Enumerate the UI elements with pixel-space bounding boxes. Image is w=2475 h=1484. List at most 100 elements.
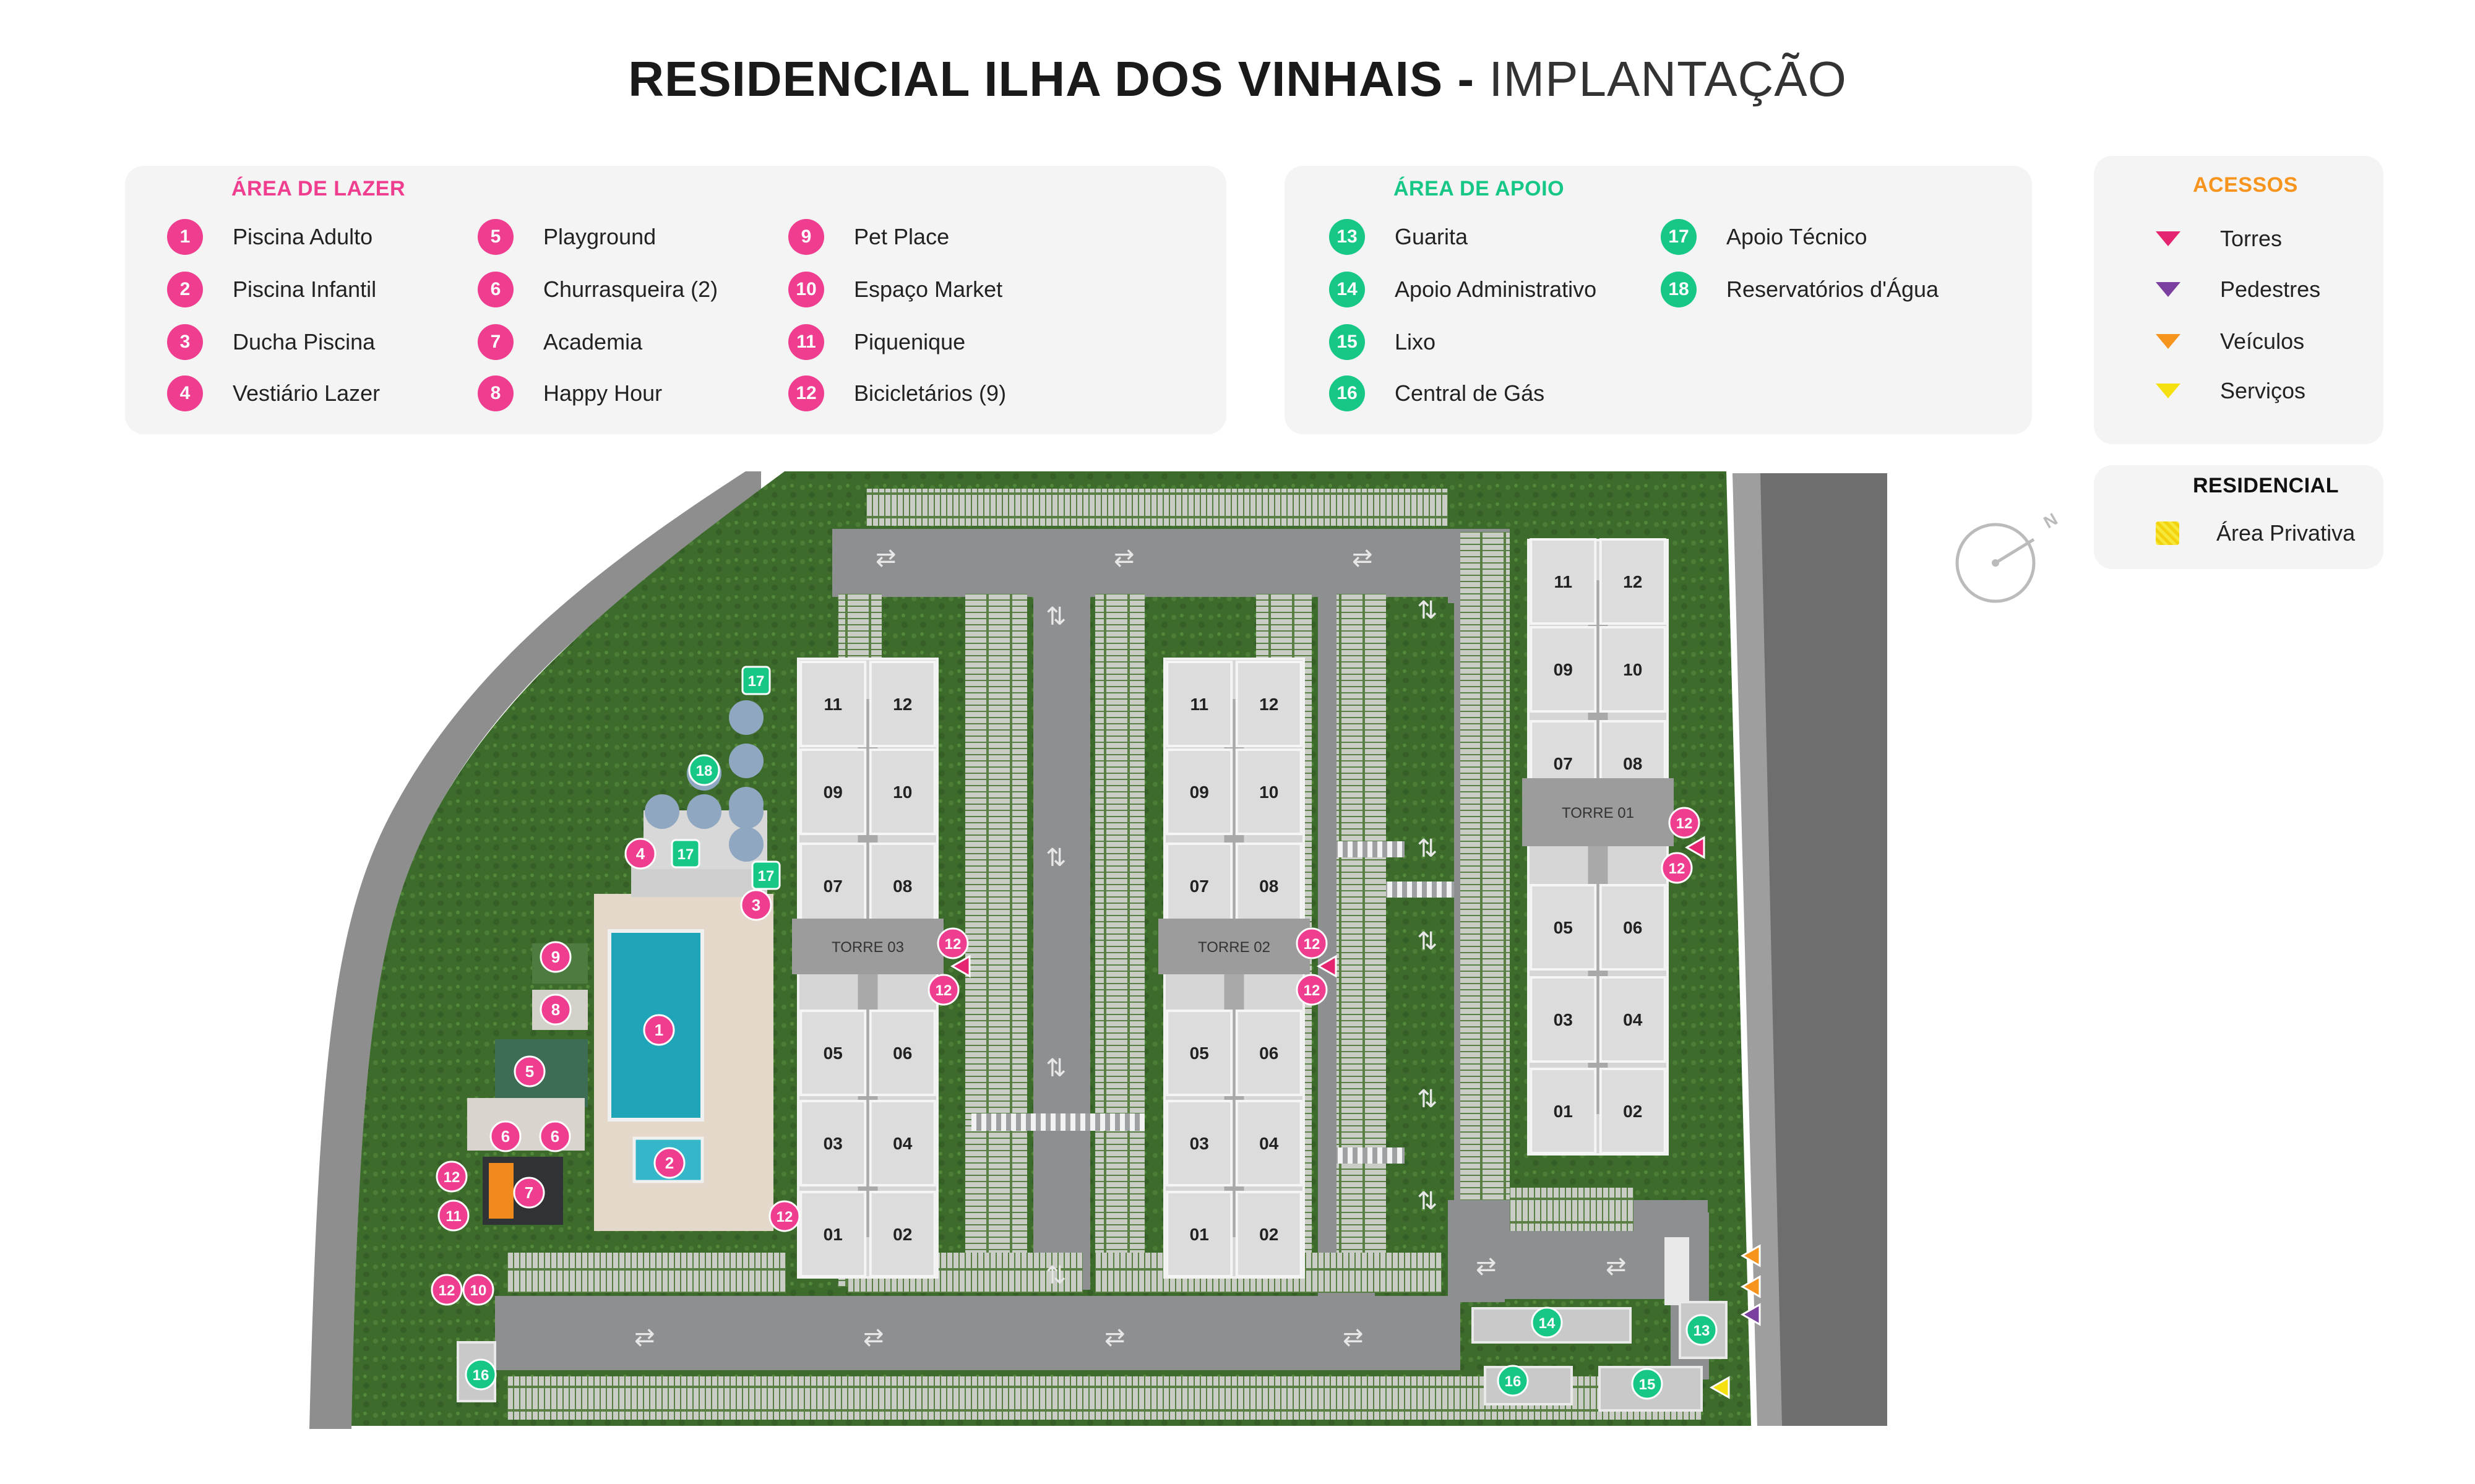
marker-label: 12 bbox=[1304, 936, 1320, 953]
marker-label: 12 bbox=[1676, 815, 1693, 832]
apartment-unit bbox=[869, 748, 936, 835]
marker-icon: 4 bbox=[167, 375, 203, 411]
unit-label: 09 bbox=[1554, 660, 1573, 679]
unit-label: 03 bbox=[1190, 1134, 1209, 1153]
svg-text:⇄: ⇄ bbox=[863, 1323, 884, 1352]
legend-access-torres: Torres bbox=[2145, 220, 2282, 257]
legend-item-4: 4 Vestiário Lazer bbox=[167, 375, 380, 412]
marker-icon: 6 bbox=[478, 272, 514, 307]
apartment-unit bbox=[1235, 1100, 1302, 1186]
svg-text:⇅: ⇅ bbox=[1046, 1261, 1067, 1290]
legend-item-1: 1 Piscina Adulto bbox=[167, 218, 372, 255]
svg-text:⇄: ⇄ bbox=[1476, 1252, 1497, 1280]
map-marker-11: 11 bbox=[437, 1199, 470, 1232]
legend-item-11: 11 Piquenique bbox=[788, 324, 965, 361]
unit-label: 05 bbox=[1554, 918, 1573, 937]
crosswalks bbox=[971, 841, 1689, 1305]
map-marker-9: 9 bbox=[540, 941, 572, 973]
unit-label: 10 bbox=[893, 783, 912, 802]
marker-icon: 10 bbox=[788, 272, 824, 307]
marker-icon bbox=[436, 1160, 468, 1193]
map-marker-12: 12 bbox=[1296, 927, 1328, 959]
marker-label: 18 bbox=[696, 763, 713, 779]
marker-label: 2 bbox=[665, 1154, 674, 1172]
legend-item-5: 5 Playground bbox=[478, 218, 656, 255]
legend-item-8: 8 Happy Hour bbox=[478, 375, 662, 412]
marker-label: 1 bbox=[655, 1021, 663, 1039]
legend-lazer-heading: ÁREA DE LAZER bbox=[231, 177, 406, 200]
marker-icon: 7 bbox=[478, 324, 514, 360]
map-marker-13: 13 bbox=[1685, 1314, 1718, 1346]
legend-item-18: 18 Reservatórios d'Água bbox=[1661, 271, 1939, 308]
marker-icon: 14 bbox=[1329, 272, 1365, 307]
map-marker-12: 12 bbox=[937, 927, 969, 959]
legend-apoio-panel: ÁREA DE APOIO 13 Guarita 14 Apoio Admini… bbox=[1285, 166, 2032, 434]
apartment-unit bbox=[799, 1100, 867, 1186]
marker-label: 11 bbox=[446, 1208, 461, 1225]
marker-icon bbox=[740, 889, 772, 921]
access-triangle-icon bbox=[950, 954, 971, 978]
marker-icon bbox=[1685, 1314, 1718, 1346]
unit-label: 01 bbox=[824, 1225, 843, 1244]
legend-item-10: 10 Espaço Market bbox=[788, 271, 1002, 308]
unit-label: 12 bbox=[893, 695, 912, 714]
svg-text:⇅: ⇅ bbox=[1417, 596, 1438, 625]
legend-item-2: 2 Piscina Infantil bbox=[167, 271, 376, 308]
road-arrow-icons: ⇄⇄⇄ ⇅⇅⇅⇅ ⇅⇅⇅⇅⇅ ⇄⇄⇄⇄ ⇄⇄ bbox=[634, 544, 1627, 1352]
map-marker-17: 17 bbox=[671, 839, 700, 869]
triangle-down-icon bbox=[2156, 282, 2180, 297]
unit-label: 01 bbox=[1190, 1225, 1209, 1244]
unit-label: 09 bbox=[1190, 783, 1209, 802]
apartment-unit bbox=[1530, 538, 1597, 625]
marker-label: 5 bbox=[525, 1062, 534, 1081]
apartment-unit bbox=[1530, 976, 1597, 1063]
access-triangle-icon bbox=[1316, 954, 1337, 978]
marker-label: 4 bbox=[636, 844, 645, 863]
unit-label: 12 bbox=[1623, 572, 1642, 591]
map-marker-12: 12 bbox=[431, 1274, 463, 1306]
access-triangle-icon bbox=[1740, 1303, 1761, 1326]
svg-text:⇄: ⇄ bbox=[1606, 1252, 1627, 1280]
apartment-unit bbox=[1599, 626, 1666, 713]
compass-north-icon: N bbox=[1955, 509, 2061, 603]
access-triangle-icon bbox=[1740, 1244, 1761, 1267]
marker-icon bbox=[1668, 807, 1700, 839]
map-marker-15: 15 bbox=[1631, 1368, 1663, 1400]
map-marker-6: 6 bbox=[539, 1120, 571, 1152]
marker-icon bbox=[671, 839, 700, 869]
apartment-unit bbox=[1599, 1068, 1666, 1154]
map-marker-8: 8 bbox=[540, 993, 572, 1026]
apartment-unit bbox=[1599, 884, 1666, 971]
apartment-unit bbox=[1166, 1191, 1233, 1277]
unit-label: 11 bbox=[1190, 695, 1208, 714]
apartment-unit bbox=[1235, 748, 1302, 835]
unit-label: 06 bbox=[893, 1044, 912, 1063]
map-marker-7: 7 bbox=[513, 1177, 545, 1209]
map-marker-12: 12 bbox=[768, 1200, 801, 1232]
marker-icon bbox=[768, 1200, 801, 1232]
svg-text:⇄: ⇄ bbox=[1114, 544, 1135, 572]
svg-text:N: N bbox=[2041, 509, 2061, 532]
apartment-unit bbox=[869, 661, 936, 747]
unit-label: 04 bbox=[1623, 1010, 1643, 1029]
marker-label: 12 bbox=[945, 936, 962, 953]
legend-item-14: 14 Apoio Administrativo bbox=[1329, 271, 1596, 308]
unit-label: 05 bbox=[824, 1044, 843, 1063]
unit-label: 09 bbox=[824, 783, 843, 802]
svg-text:⇅: ⇅ bbox=[1046, 603, 1067, 631]
map-marker-17: 17 bbox=[741, 666, 771, 695]
map-marker-3: 3 bbox=[740, 889, 772, 921]
svg-text:⇅: ⇅ bbox=[1417, 834, 1438, 863]
map-marker-5: 5 bbox=[514, 1055, 546, 1087]
svg-text:⇅: ⇅ bbox=[1046, 844, 1067, 872]
tower-core bbox=[1522, 778, 1674, 846]
apartment-unit bbox=[1166, 1010, 1233, 1096]
map-marker-4: 4 bbox=[624, 838, 656, 870]
marker-icon bbox=[1631, 1368, 1663, 1400]
legend-item-15: 15 Lixo bbox=[1329, 324, 1436, 361]
unit-label: 11 bbox=[824, 695, 842, 714]
svg-text:⇄: ⇄ bbox=[1352, 544, 1373, 572]
legend-access-servicos: Serviços bbox=[2145, 372, 2305, 410]
svg-text:⇅: ⇅ bbox=[1417, 1187, 1438, 1216]
svg-text:⇅: ⇅ bbox=[1417, 927, 1438, 956]
